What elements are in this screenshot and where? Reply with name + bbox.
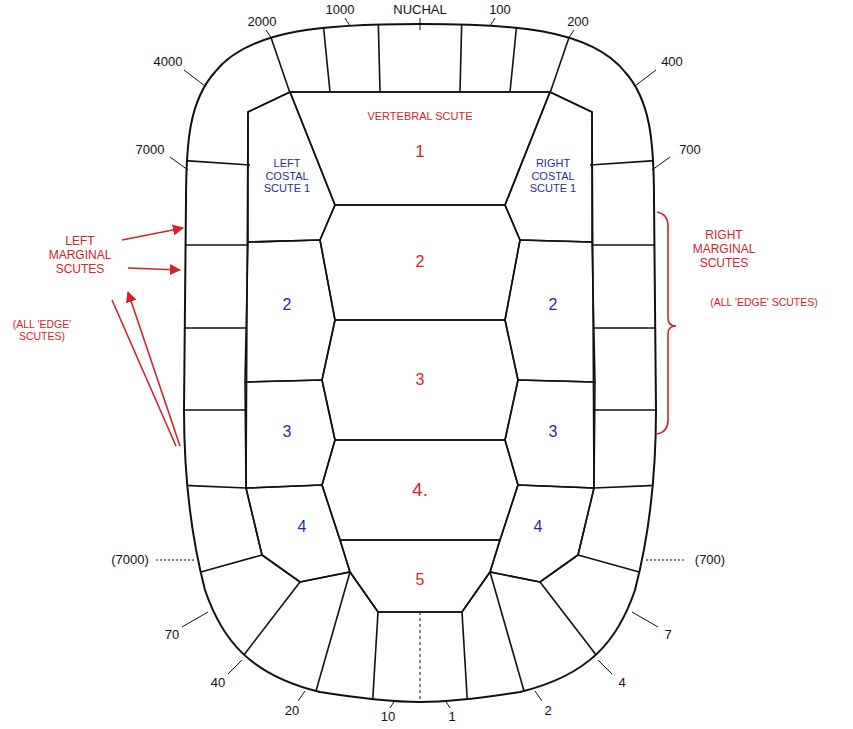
callout-number: (7000) <box>111 553 149 568</box>
callout-number: 70 <box>165 628 179 643</box>
red-annotation-arrows <box>112 212 676 446</box>
scute-shape <box>246 485 350 582</box>
callout-number: 2000 <box>248 15 277 30</box>
scute: 4. <box>322 440 518 540</box>
scute: 5 <box>340 540 500 612</box>
callout-number: 40 <box>211 676 225 691</box>
scute-label: LEFT COSTAL SCUTE 1 <box>255 157 319 195</box>
scute-shape <box>322 320 518 440</box>
scute-label: 2 <box>538 296 568 314</box>
scute: RIGHT COSTAL SCUTE 1 <box>505 92 592 242</box>
shell-outline <box>184 24 656 702</box>
scute-label: 3 <box>405 371 435 389</box>
callout-number: 1 <box>448 710 455 725</box>
callout-number: 20 <box>285 704 299 719</box>
marginal-dividers <box>175 10 665 712</box>
callout-number: 200 <box>567 15 589 30</box>
callout-number: 100 <box>489 3 511 18</box>
callout-number: (700) <box>695 553 725 568</box>
scute-label: 5 <box>405 571 435 589</box>
scute: 4 <box>246 485 350 582</box>
annotation-note: (ALL 'EDGE' SCUTES) <box>4 318 80 342</box>
callout-number: 10 <box>381 710 395 725</box>
scute: 2 <box>505 240 595 382</box>
annotation-note: LEFT MARGINAL SCUTES <box>37 235 123 276</box>
scute-shape <box>505 240 595 382</box>
scute-label: 1 <box>405 142 435 162</box>
scute-shape <box>505 380 595 488</box>
scute-label: 4 <box>287 518 317 536</box>
callout-number: 400 <box>661 55 683 70</box>
scute-shape <box>490 485 594 582</box>
scute-shape <box>322 440 518 540</box>
scute-shape <box>248 92 335 242</box>
callout-number: 7000 <box>136 143 165 158</box>
scute-label: 3 <box>272 423 302 441</box>
scute: 2 <box>320 205 520 320</box>
scute: LEFT COSTAL SCUTE 1 <box>248 92 335 242</box>
callout-number: 7 <box>664 628 671 643</box>
callout-number: 1000 <box>326 3 355 18</box>
scute-shape <box>505 92 592 242</box>
scute-label: 3 <box>538 423 568 441</box>
scute: 3 <box>245 380 335 488</box>
callout-number: 700 <box>679 143 701 158</box>
marginal-inner-edge <box>246 92 594 612</box>
callout-number: 4 <box>618 676 625 691</box>
scute-label: 2 <box>272 296 302 314</box>
scute: 3 <box>322 320 518 440</box>
scute-label: 4. <box>403 479 437 501</box>
scute-shape <box>245 240 335 382</box>
scute: 3 <box>505 380 595 488</box>
scute-shape <box>340 540 500 612</box>
scute-label: VERTEBRAL SCUTE <box>360 110 480 123</box>
leader-lines <box>156 18 684 708</box>
callout-number: 4000 <box>154 55 183 70</box>
scute-label: 2 <box>405 253 435 271</box>
callout-number: 2 <box>544 704 551 719</box>
scute-shape <box>320 205 520 320</box>
scute: 4 <box>490 485 594 582</box>
callout-number: NUCHAL <box>393 3 446 18</box>
annotation-note: RIGHT MARGINAL SCUTES <box>679 229 769 270</box>
scute-label: RIGHT COSTAL SCUTE 1 <box>521 157 585 195</box>
annotation-note: (ALL 'EDGE' SCUTES) <box>710 296 817 308</box>
scute: 2 <box>245 240 335 382</box>
scute-shape <box>245 380 335 488</box>
scute-label: 4 <box>523 518 553 536</box>
